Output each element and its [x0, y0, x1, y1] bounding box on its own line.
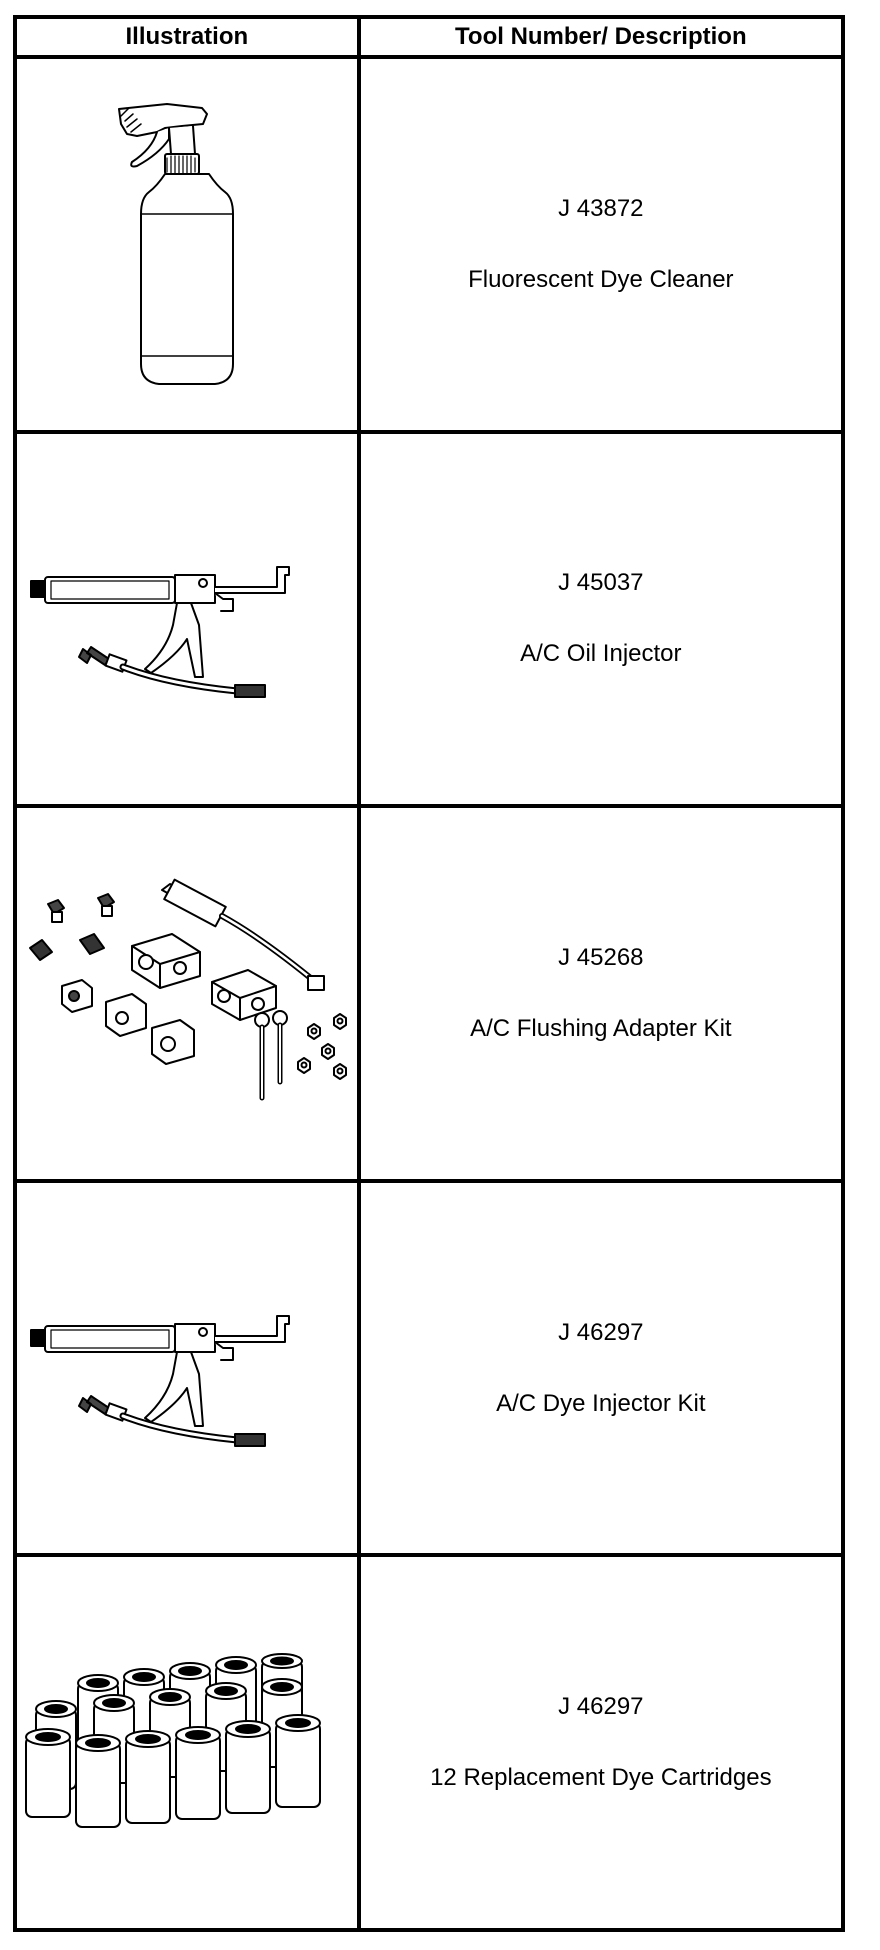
table-row: J 45268 A/C Flushing Adapter Kit — [13, 804, 846, 1183]
illustration-cell — [13, 804, 361, 1183]
oil-injector-gun-icon — [27, 529, 347, 709]
illustration-cell — [13, 1553, 361, 1932]
tool-description: A/C Oil Injector — [520, 640, 682, 668]
table-row: J 43872 Fluorescent Dye Cleaner — [13, 55, 846, 434]
tool-number: J 46297 — [558, 1318, 644, 1346]
description-cell: J 43872 Fluorescent Dye Cleaner — [356, 55, 846, 434]
header-tool-number-description: Tool Number/ Description — [356, 15, 846, 59]
dye-injector-gun-icon — [27, 1278, 347, 1458]
illustration-cell — [13, 429, 361, 809]
tool-number: J 45037 — [558, 569, 644, 597]
description-cell: J 46297 A/C Dye Injector Kit — [356, 1178, 846, 1558]
tool-description: A/C Flushing Adapter Kit — [470, 1014, 732, 1042]
spray-bottle-icon — [107, 94, 267, 394]
illustration-cell — [13, 1178, 361, 1558]
table-header-row: Illustration Tool Number/ Description — [13, 15, 846, 59]
tool-table: Illustration Tool Number/ Description — [13, 15, 846, 1932]
tool-number: J 46297 — [558, 1693, 644, 1721]
tool-description: Fluorescent Dye Cleaner — [468, 265, 734, 293]
table-row: J 46297 12 Replacement Dye Cartridges — [13, 1553, 846, 1932]
table-row: J 45037 A/C Oil Injector — [13, 429, 846, 809]
header-illustration: Illustration — [13, 15, 361, 59]
tool-number: J 45268 — [558, 943, 644, 971]
dye-cartridges-icon — [22, 1653, 352, 1833]
description-cell: J 45268 A/C Flushing Adapter Kit — [356, 804, 846, 1183]
tool-number: J 43872 — [558, 194, 644, 222]
tool-description: A/C Dye Injector Kit — [496, 1389, 706, 1417]
description-cell: J 45037 A/C Oil Injector — [356, 429, 846, 809]
table-row: J 46297 A/C Dye Injector Kit — [13, 1178, 846, 1558]
tool-description: 12 Replacement Dye Cartridges — [430, 1764, 772, 1792]
illustration-cell — [13, 55, 361, 434]
description-cell: J 46297 12 Replacement Dye Cartridges — [356, 1553, 846, 1932]
flushing-adapter-kit-icon — [22, 878, 352, 1108]
